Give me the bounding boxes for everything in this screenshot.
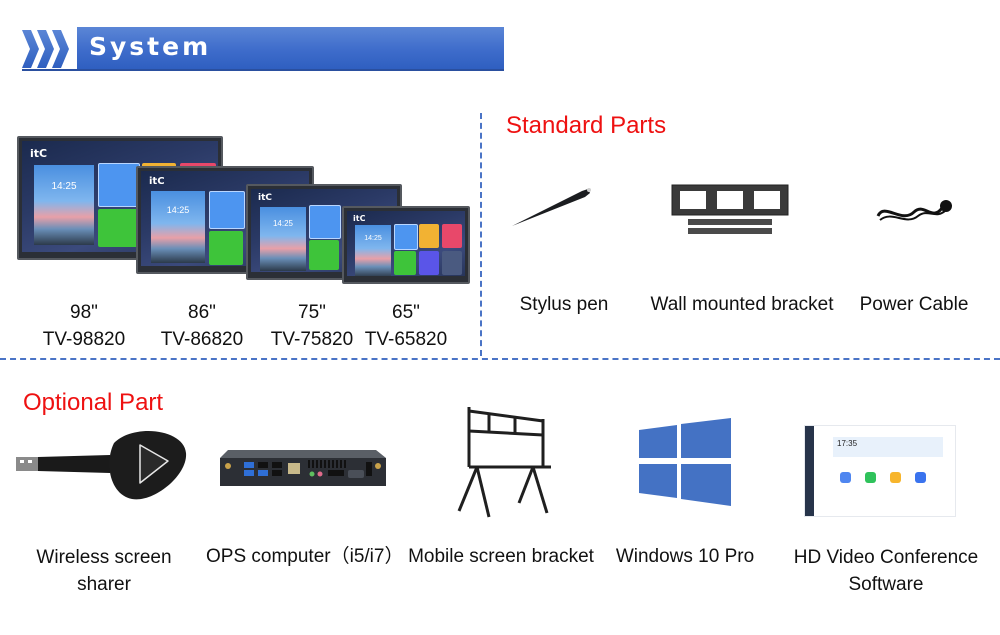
display-size: 75" [298,302,326,323]
display-label-75: 75" TV-75820 [262,299,362,353]
stylus-pen-icon [512,188,591,226]
brand-logo: itC [353,214,366,223]
standard-part-label-cable: Power Cable [859,294,969,315]
label-line: sharer [77,574,131,595]
screen-clock: 14:25 [51,181,77,192]
screen-clock: 14:25 [272,219,294,228]
brand-logo: itC [149,176,165,187]
standard-part-label-stylus: Stylus pen [519,294,609,315]
label-line: HD Video Conference [793,547,979,568]
page-title: System [89,32,212,61]
windows-logo-icon [639,418,731,506]
display-label-65: 65" TV-65820 [356,299,456,353]
display-model: TV-98820 [42,329,126,350]
vertical-divider [480,113,482,356]
display-model: TV-75820 [270,329,354,350]
mobile-stand-icon [457,407,551,518]
banner-underline [22,69,77,71]
section-banner: System [22,27,504,71]
conference-app-clock: 17:35 [837,439,858,448]
optional-label-ops: OPS computer（i5/i7） [206,546,404,567]
tv-65-image: itC 14:25 [342,206,470,284]
display-label-86: 86" TV-86820 [152,299,252,353]
wall-bracket-icon [671,184,789,234]
chevrons-icon [22,30,69,68]
brand-logo: itC [30,147,48,160]
label-line: Wireless screen [36,547,172,568]
brand-logo: itC [258,193,272,203]
standard-part-label-bracket: Wall mounted bracket [650,294,834,315]
display-model: TV-86820 [160,329,244,350]
display-product-images: itC 14:25 itC 14:25 itC 14:25 itC 14:2 [0,130,475,290]
horizontal-divider [0,358,1000,360]
screen-clock: 14:25 [166,205,190,215]
optional-label-windows: Windows 10 Pro [615,546,755,567]
video-conference-app-icon: 17:35 [804,425,956,517]
optional-label-mobile-bracket: Mobile screen bracket [408,546,594,567]
optional-label-video-conference: HD Video Conference Software [786,544,986,598]
standard-parts-title: Standard Parts [506,112,667,139]
display-size: 86" [188,302,216,323]
display-size: 98" [70,302,98,323]
ops-computer-icon [220,450,386,486]
display-label-98: 98" TV-98820 [34,299,134,353]
banner-bar: System [77,27,504,71]
optional-part-title: Optional Part [23,389,164,416]
label-line: Software [848,574,924,595]
screen-clock: 14:25 [364,235,382,242]
display-model: TV-65820 [364,329,448,350]
optional-label-wireless: Wireless screen sharer [28,544,180,598]
wireless-dongle-icon [16,430,187,500]
display-size: 65" [392,302,420,323]
tv-98-image: itC 14:25 [17,136,223,260]
power-cable-icon [876,200,952,221]
